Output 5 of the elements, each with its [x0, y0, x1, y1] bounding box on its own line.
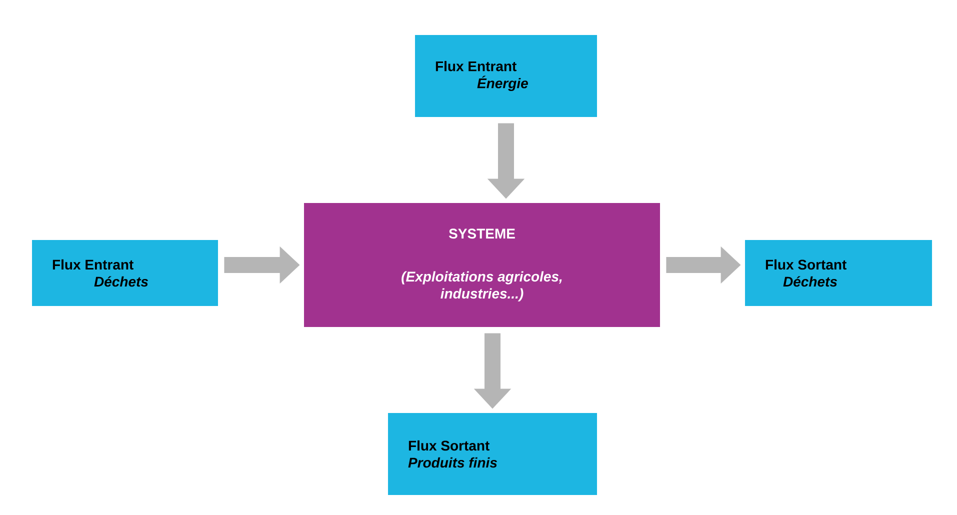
flow-box: Flux Sortant Produits finis — [388, 413, 597, 495]
flow-box: Flux Entrant Énergie — [415, 35, 597, 117]
system-box: SYSTEME (Exploitations agricoles, industries...) — [304, 203, 660, 327]
flow-box: Flux Entrant Déchets — [32, 240, 218, 306]
flow-box: Flux Sortant Déchets — [745, 240, 932, 306]
